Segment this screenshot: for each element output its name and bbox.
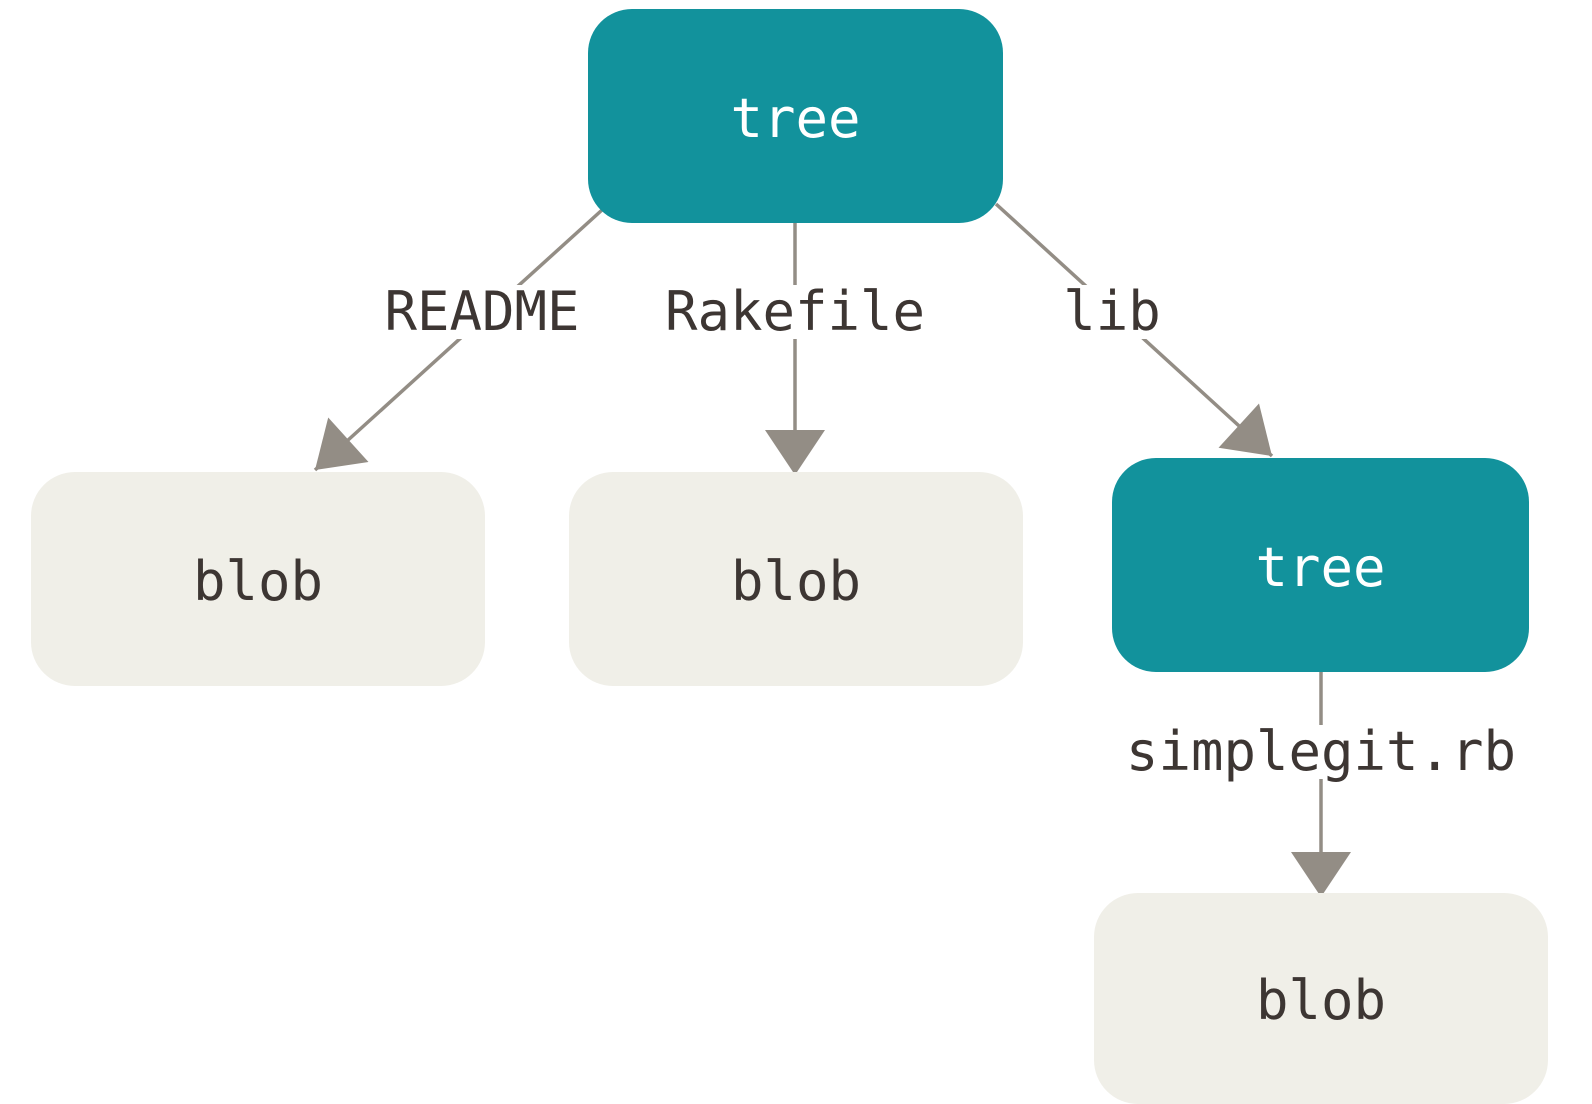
rakefile-blob-label: blob bbox=[730, 549, 862, 613]
rakefile-blob-node: blob bbox=[569, 472, 1023, 686]
edge-label-simplegit: simplegit.rb bbox=[1119, 725, 1523, 779]
root-tree-node: tree bbox=[588, 9, 1003, 223]
readme-blob-node: blob bbox=[31, 472, 485, 686]
edge-readme bbox=[313, 208, 604, 472]
edge-label-readme: README bbox=[378, 285, 586, 339]
simplegit-blob-label: blob bbox=[1255, 969, 1387, 1032]
edge-label-lib: lib bbox=[1057, 285, 1167, 339]
edge-label-rakefile: Rakefile bbox=[658, 285, 932, 339]
lib-tree-label: tree bbox=[1255, 535, 1386, 599]
root-tree-label: tree bbox=[730, 86, 861, 150]
readme-blob-label: blob bbox=[192, 549, 324, 613]
simplegit-blob-node: blob bbox=[1094, 893, 1548, 1104]
lib-tree-node: tree bbox=[1112, 458, 1529, 672]
